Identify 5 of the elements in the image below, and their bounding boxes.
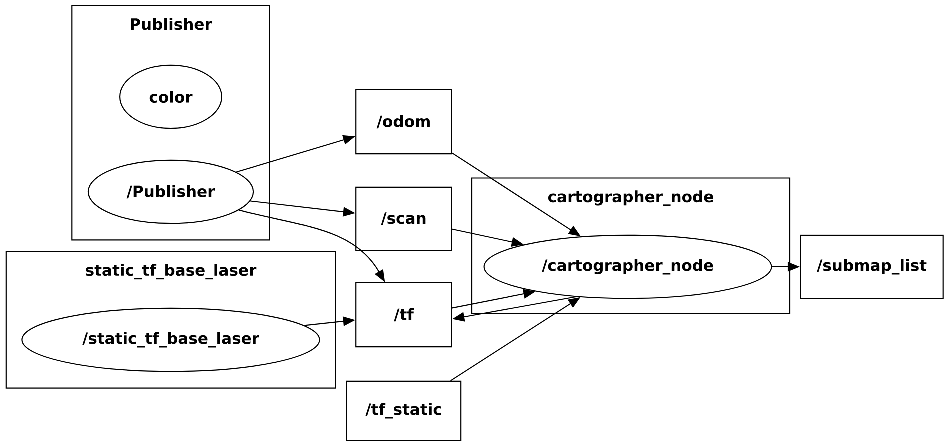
topic-box: /submap_list bbox=[800, 234, 944, 300]
topic-box: /tf_static bbox=[346, 380, 462, 441]
topic-box: /odom bbox=[356, 89, 452, 155]
topic-box: /scan bbox=[356, 186, 452, 252]
topic-box: /tf bbox=[356, 282, 452, 348]
